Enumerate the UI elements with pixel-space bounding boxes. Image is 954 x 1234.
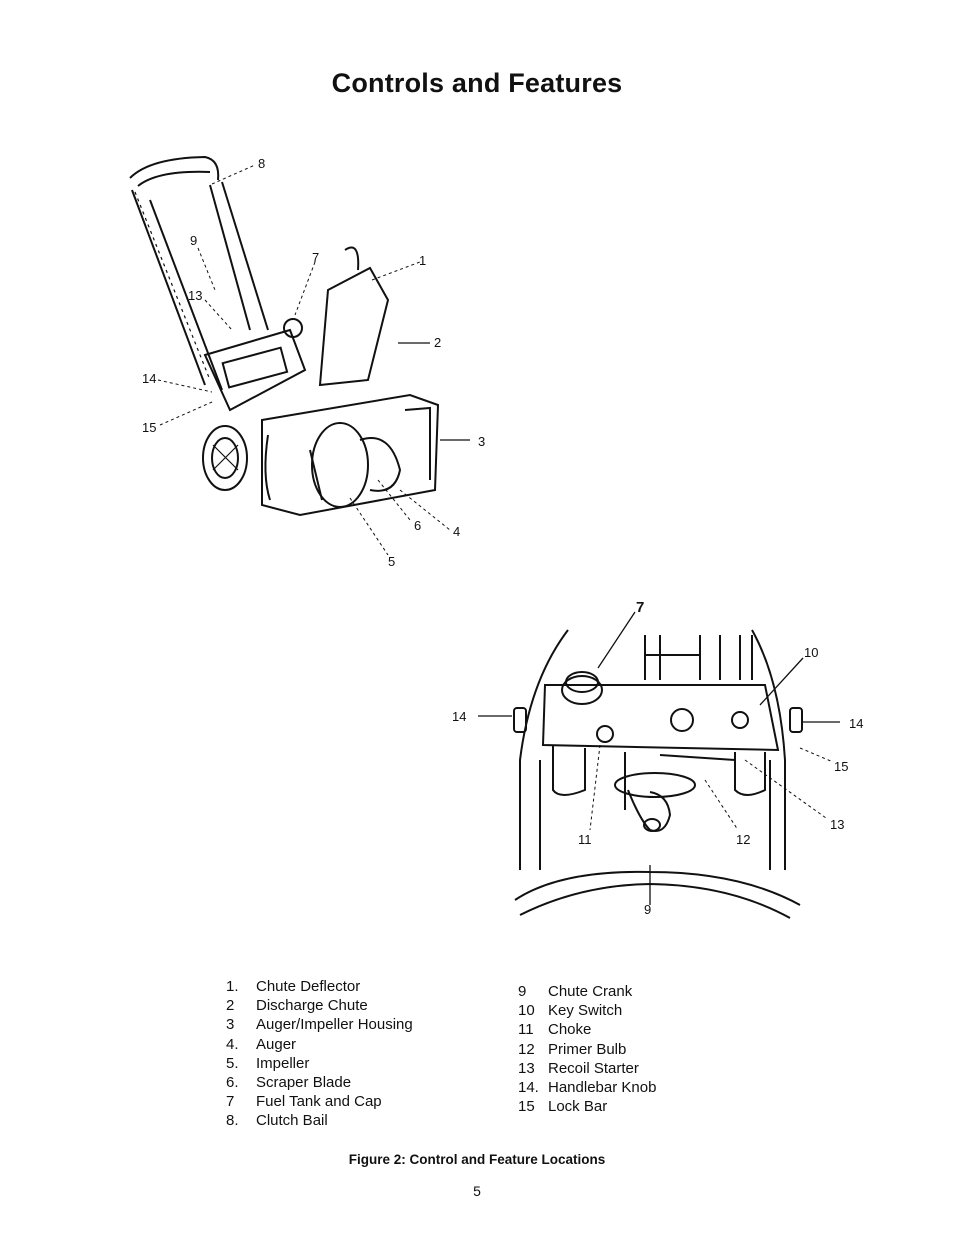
legend-item: 1.Chute Deflector (226, 978, 361, 995)
page-title: Controls and Features (331, 68, 623, 98)
legend-item: 4.Auger (226, 1035, 297, 1053)
legend-item: 8.Clutch Bail (226, 1112, 328, 1130)
callout-5: 5 (388, 554, 395, 569)
page-number: 5 (473, 1183, 481, 1199)
callout-10: 10 (804, 645, 818, 660)
callouts-top: 1 2 3 4 5 6 7 8 9 13 14 15 (142, 156, 485, 569)
legend-item: 6.Scraper Blade (226, 1074, 352, 1092)
callout-14-right: 14 (849, 716, 863, 731)
snowthrower-side-view (129, 155, 440, 517)
callout-12: 12 (736, 832, 750, 847)
callouts-bottom: 7 9 10 11 12 13 14 14 15 (452, 599, 863, 917)
legend-item: 14.Handlebar Knob (518, 1079, 657, 1097)
callout-15: 15 (834, 759, 848, 774)
legend-item: 5.Impeller (226, 1054, 310, 1072)
control-panel-top-view (513, 629, 803, 919)
callout-3: 3 (478, 434, 485, 449)
callout-1: 1 (419, 253, 426, 268)
callout-13: 13 (830, 817, 844, 832)
callout-2: 2 (434, 335, 441, 350)
callout-4: 4 (453, 524, 460, 539)
callout-15: 15 (142, 420, 156, 435)
callout-13: 13 (188, 288, 202, 303)
callout-7: 7 (636, 599, 644, 616)
callout-7: 7 (312, 250, 319, 265)
callout-8: 8 (258, 156, 265, 171)
callout-9: 9 (190, 233, 197, 248)
figure-caption: Figure 2: Control and Feature Locations (348, 1152, 606, 1167)
callout-14-left: 14 (452, 709, 466, 724)
callout-9: 9 (644, 902, 651, 917)
callout-11: 11 (578, 832, 592, 847)
callout-14: 14 (142, 371, 156, 386)
callout-6: 6 (414, 518, 421, 533)
